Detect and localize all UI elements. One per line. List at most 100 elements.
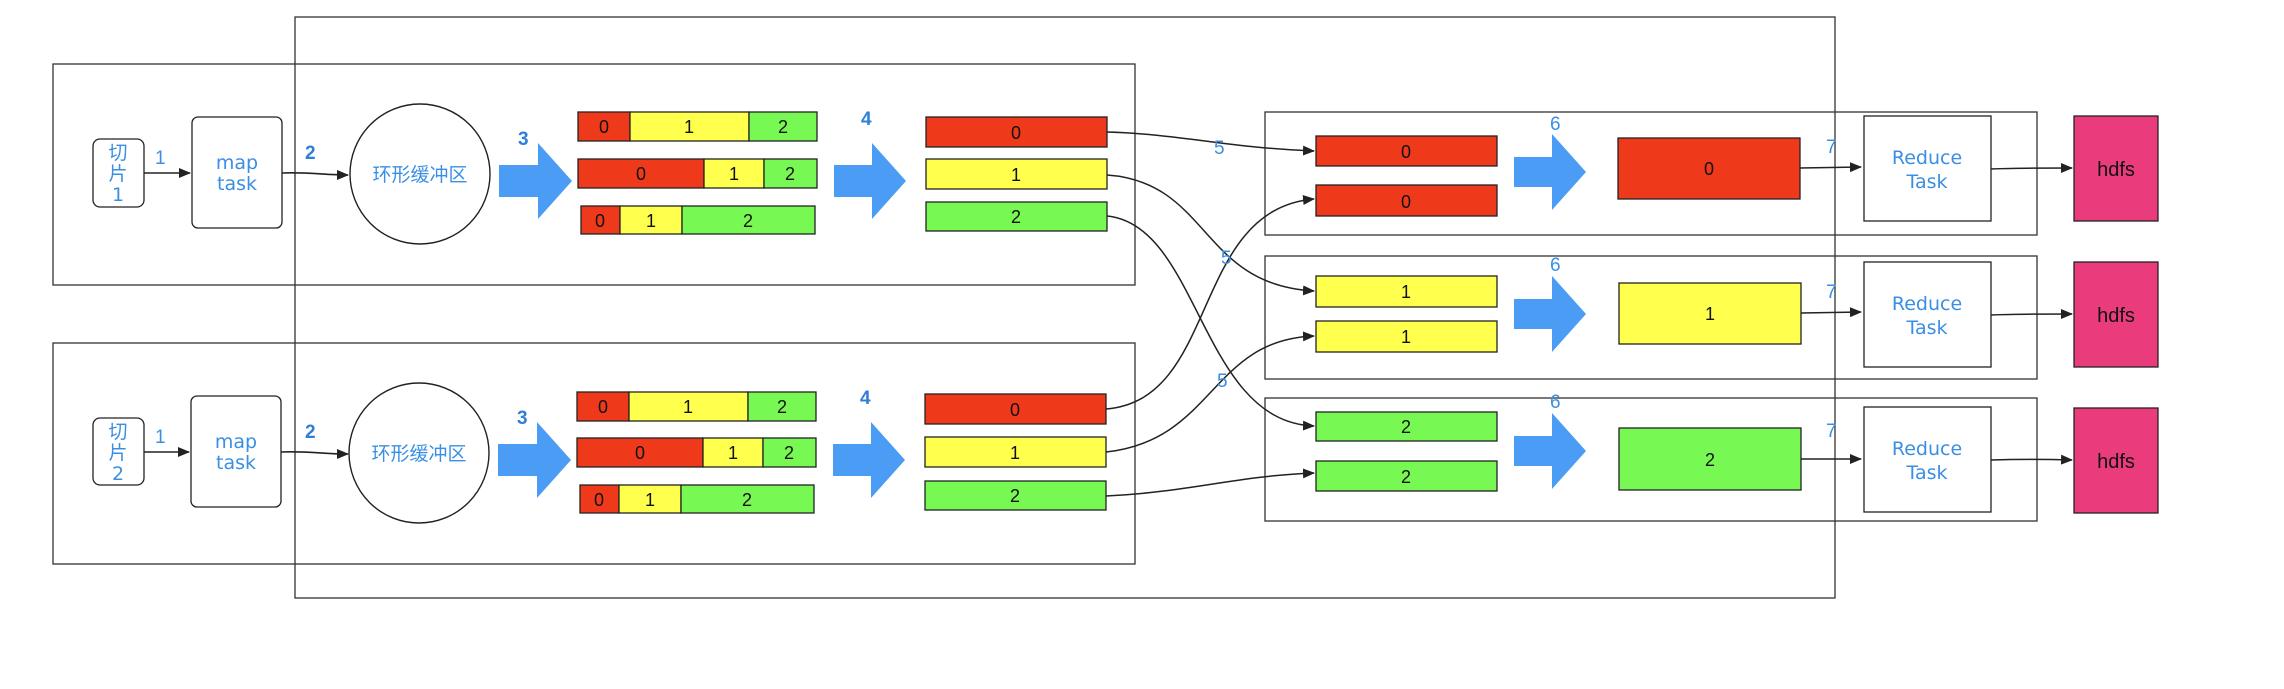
spill-cell-label: 1 bbox=[729, 164, 739, 184]
big-arrow bbox=[833, 422, 905, 498]
reduce-input-label: 0 bbox=[1401, 192, 1411, 212]
reduce-frame-0 bbox=[1264, 111, 2038, 236]
reduce-task-label: Reduce bbox=[1892, 147, 1962, 169]
merged-partition bbox=[925, 158, 1108, 190]
reduce-input-label: 2 bbox=[1401, 417, 1411, 437]
reduce-input bbox=[1315, 275, 1498, 308]
reduce-input-label: 0 bbox=[1401, 142, 1411, 162]
spill-cell-label: 0 bbox=[636, 164, 646, 184]
reduce-task-label: Reduce bbox=[1892, 438, 1962, 460]
spill-cell bbox=[576, 391, 630, 422]
arrow-map-to-buffer bbox=[281, 169, 349, 180]
big-arrow bbox=[1514, 276, 1586, 352]
spill-cell bbox=[763, 158, 818, 189]
reduce-merged-label: 0 bbox=[1704, 159, 1714, 179]
shuffle-curve bbox=[1105, 195, 1315, 410]
big-arrow bbox=[1514, 413, 1586, 489]
reduce-input-label: 1 bbox=[1401, 282, 1411, 302]
spill-cell bbox=[702, 437, 764, 468]
spill-cell-label: 1 bbox=[728, 443, 738, 463]
reduce-input bbox=[1315, 184, 1498, 217]
reduce-input-label: 2 bbox=[1401, 467, 1411, 487]
reduce-input-label: 1 bbox=[1401, 327, 1411, 347]
merged-partition bbox=[924, 393, 1107, 425]
hdfs-label: hdfs bbox=[2097, 159, 2135, 181]
reduce-merged-label: 2 bbox=[1705, 450, 1715, 470]
shuffle-frame bbox=[294, 16, 1836, 599]
split-label-line: 2 bbox=[112, 463, 124, 485]
arrow-merged-to-reduce bbox=[1799, 162, 1862, 173]
reduce-input bbox=[1315, 320, 1498, 353]
step-label: 7 bbox=[1826, 282, 1837, 303]
split-label-line: 切 bbox=[108, 142, 127, 164]
spill-cell bbox=[703, 158, 765, 189]
reduce-task-label: Task bbox=[1905, 171, 1947, 193]
shuffle-curve bbox=[1106, 174, 1315, 296]
split-label-line: 1 bbox=[112, 184, 124, 206]
map-task-label: map bbox=[216, 152, 258, 174]
step-label: 6 bbox=[1550, 114, 1561, 135]
map-side-2: 切 片 2 1 map task 2 环形缓冲区 3 0 1 2 0 1 2 0… bbox=[92, 382, 1107, 524]
spill-cell-label: 1 bbox=[646, 211, 656, 231]
map-task-label: task bbox=[217, 173, 257, 195]
spill-cell-label: 1 bbox=[684, 117, 694, 137]
arrow-reduce-to-hdfs bbox=[1990, 309, 2073, 320]
spill-cell bbox=[580, 205, 621, 235]
merged-partition bbox=[925, 116, 1108, 148]
step-label: 2 bbox=[305, 422, 316, 443]
arrow-merged-to-reduce bbox=[1800, 307, 1862, 318]
spill-cell-label: 0 bbox=[635, 443, 645, 463]
step-label: 7 bbox=[1826, 137, 1837, 158]
map-task-label: map bbox=[215, 431, 257, 453]
reduce-task-label: Reduce bbox=[1892, 293, 1962, 315]
step-label: 6 bbox=[1550, 392, 1561, 413]
arrow-reduce-to-hdfs bbox=[1990, 454, 2073, 465]
merged-partition bbox=[925, 201, 1108, 232]
spill-cell-label: 2 bbox=[742, 490, 752, 510]
big-arrow bbox=[499, 143, 572, 219]
step-label: 1 bbox=[155, 427, 166, 448]
step-label: 2 bbox=[305, 143, 316, 164]
ring-buffer bbox=[348, 382, 490, 524]
step-label: 7 bbox=[1826, 421, 1837, 442]
reduce-input bbox=[1315, 460, 1498, 492]
spill-cell bbox=[680, 484, 815, 514]
big-arrow bbox=[1514, 134, 1586, 210]
spill-cell-label: 0 bbox=[598, 397, 608, 417]
spill-cell-label: 0 bbox=[595, 211, 605, 231]
reduce-input bbox=[1315, 135, 1498, 167]
spill-cell bbox=[576, 437, 704, 468]
step-label: 5 bbox=[1217, 371, 1228, 392]
reduce-task-label: Task bbox=[1905, 317, 1947, 339]
spill-cell-label: 1 bbox=[683, 397, 693, 417]
step-label: 4 bbox=[861, 109, 872, 130]
reduce-input bbox=[1315, 411, 1498, 442]
map-task-label: task bbox=[216, 452, 256, 474]
split-label-line: 切 bbox=[108, 421, 127, 443]
map-frame-2 bbox=[52, 342, 1136, 565]
merged-partition bbox=[924, 480, 1107, 511]
ring-buffer bbox=[349, 103, 491, 245]
step-label: 5 bbox=[1221, 248, 1232, 269]
split-label-line: 片 bbox=[108, 442, 127, 464]
reduce-task-box bbox=[1863, 261, 1992, 368]
map-side-1: 切 片 1 1 map task 2 环形缓冲区 3 0 1 2 0 1 2 0… bbox=[92, 103, 1108, 245]
reduce-side-2: 2 2 6 2 7 Reduce Task hdfs bbox=[1315, 392, 2159, 514]
big-arrow bbox=[498, 422, 571, 498]
shuffle-curve bbox=[1105, 331, 1315, 453]
spill-cell bbox=[748, 111, 818, 142]
spill-cell bbox=[762, 437, 817, 468]
step-label: 3 bbox=[518, 129, 529, 150]
hdfs-box bbox=[2073, 407, 2159, 514]
big-arrow bbox=[834, 143, 906, 219]
reduce-merged bbox=[1617, 137, 1801, 200]
spill-cell-label: 1 bbox=[645, 490, 655, 510]
hdfs-label: hdfs bbox=[2097, 305, 2135, 327]
reduce-merged bbox=[1618, 282, 1802, 345]
reduce-side-1: 1 1 6 1 7 Reduce Task hdfs bbox=[1315, 255, 2159, 368]
shuffle-curve bbox=[1106, 131, 1315, 156]
shuffle-curve bbox=[1106, 215, 1315, 431]
merged-partition-label: 0 bbox=[1011, 123, 1021, 143]
hdfs-box bbox=[2073, 115, 2159, 222]
